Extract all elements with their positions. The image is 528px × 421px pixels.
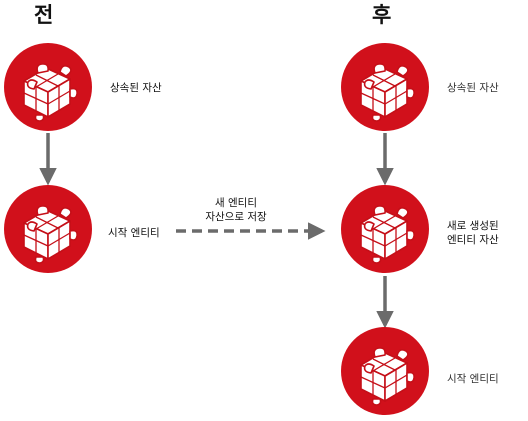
before-start-entity-label: 시작 엔티티 [108, 227, 160, 239]
after-new-entity-label-line1: 새로 생성된 [447, 220, 499, 232]
before-derived-asset-puzzle-cube-icon [3, 42, 93, 132]
after-start-entity-puzzle-cube-icon [340, 326, 430, 416]
before-start-entity-puzzle-cube-icon [3, 184, 93, 274]
after-new-entity-label-line2: 엔티티 자산 [447, 234, 499, 246]
before-header: 전 [34, 3, 54, 27]
after-derived-asset-label: 상속된 자산 [447, 82, 499, 94]
after-derived-asset-puzzle-cube-icon [340, 42, 430, 132]
before-derived-asset-label: 상속된 자산 [110, 82, 162, 94]
save-as-caption-line2: 자산으로 저장 [205, 211, 267, 223]
after-start-entity-label: 시작 엔티티 [447, 373, 499, 385]
save-as-caption-line1: 새 엔티티 [215, 197, 257, 209]
after-new-entity-puzzle-cube-icon [340, 184, 430, 274]
after-new-entity-label: 새로 생성된 엔티티 자산 [447, 219, 499, 247]
after-header: 후 [372, 3, 392, 27]
save-as-caption: 새 엔티티 자산으로 저장 [188, 196, 284, 224]
